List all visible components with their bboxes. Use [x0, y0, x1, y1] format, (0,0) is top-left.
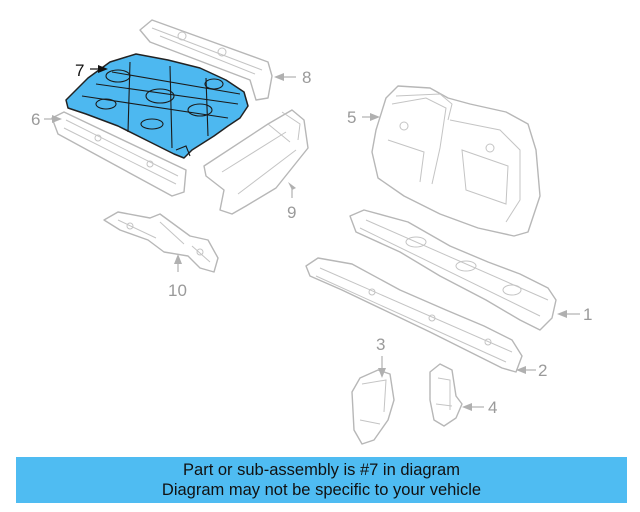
callout-label-7: 7 — [75, 61, 84, 80]
callout-7: 7 — [75, 61, 108, 80]
part-1-cross-member — [349, 209, 557, 331]
banner-line-1: Part or sub-assembly is #7 in diagram — [183, 461, 460, 479]
callout-label-3: 3 — [376, 335, 385, 354]
part-2-lower-sill — [305, 257, 523, 373]
part-9-bracket — [203, 109, 309, 215]
part-10-lower-bracket — [103, 211, 219, 273]
callout-label-8: 8 — [302, 68, 311, 87]
callout-2: 2 — [516, 361, 547, 380]
part-8-upper-rail — [139, 19, 273, 101]
part-3-corner-bracket — [351, 369, 395, 445]
callout-1: 1 — [557, 305, 592, 324]
callout-4: 4 — [462, 398, 497, 417]
callout-label-9: 9 — [287, 203, 296, 222]
callout-3: 3 — [376, 335, 386, 378]
callout-6: 6 — [31, 110, 62, 129]
part-5-back-panel — [371, 85, 541, 237]
banner-line-2: Diagram may not be specific to your vehi… — [161, 481, 482, 499]
callout-label-10: 10 — [168, 281, 187, 300]
part-7-rear-shelf-highlighted — [65, 53, 249, 159]
part-4-corner-bracket — [429, 363, 463, 427]
parts-diagram: 1 2 3 4 5 6 7 8 — [31, 19, 592, 445]
callout-label-2: 2 — [538, 361, 547, 380]
callout-8: 8 — [274, 68, 311, 87]
callout-9: 9 — [287, 182, 296, 222]
callout-label-5: 5 — [347, 108, 356, 127]
callout-label-1: 1 — [583, 305, 592, 324]
callout-label-6: 6 — [31, 110, 40, 129]
callout-label-4: 4 — [488, 398, 497, 417]
info-banner: Part or sub-assembly is #7 in diagram Di… — [16, 457, 627, 503]
callout-5: 5 — [347, 108, 380, 127]
callout-10: 10 — [168, 254, 187, 300]
part-6-cross-rail — [51, 111, 187, 197]
